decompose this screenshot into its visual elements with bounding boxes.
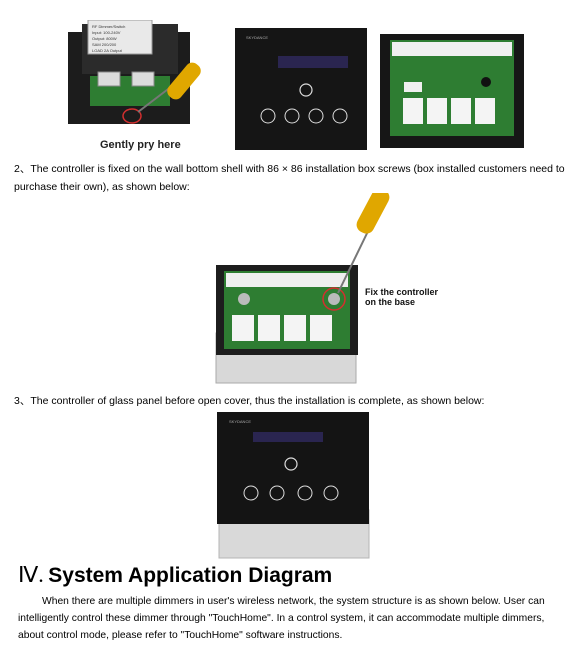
controller-back-photo: RF Dimmer/Switch Input: 100-240V Output:… [68,20,201,151]
glass-panel [217,412,369,524]
figure-fix-controller: Fix the controller on the base [215,193,439,384]
label-line-5: LOAD 2A Output [92,48,123,53]
touch-key-2 [269,485,285,501]
touch-key-2 [284,108,300,124]
screwdriver-handle [356,193,390,234]
screwdriver-handle [167,62,201,100]
section-heading: Ⅳ. System Application Diagram [18,562,332,588]
screw-circle [322,287,346,311]
glass-panel-photo: SKYDANCE [235,28,367,150]
section-title: System Application Diagram [48,564,333,587]
display-strip [253,432,323,442]
touch-key-3 [297,485,313,501]
power-icon [284,457,298,471]
touch-key-1 [243,485,259,501]
section-body: When there are multiple dimmers in user'… [18,596,545,641]
touch-key-1 [260,108,276,124]
panel-brand: SKYDANCE [246,35,268,40]
power-icon [299,83,313,97]
step-2-text: 2、The controller is fixed on the wall bo… [14,163,565,193]
fix-annotation-line-1: Fix the controller [365,287,439,297]
opened-panel-photo [380,34,524,148]
touch-key-3 [308,108,324,124]
label-line-2: Input: 100-240V [92,30,121,35]
screwdriver-shaft [337,222,373,294]
pry-caption: Gently pry here [100,139,181,151]
label-line-4: SAM 200/200 [92,42,117,47]
label-line-3: Output: 800W [92,36,117,41]
fix-annotation-line-2: on the base [365,297,415,307]
touch-key-4 [332,108,348,124]
step-3-text: 3、The controller of glass panel before o… [14,395,485,407]
figure-opening-photos: RF Dimmer/Switch Input: 100-240V Output:… [68,20,524,151]
section-number: Ⅳ. [18,562,44,587]
pry-point-circle [122,108,142,124]
label-line-1: RF Dimmer/Switch [92,24,125,29]
figure-installed-panel: SKYDANCE [217,412,370,559]
panel-brand: SKYDANCE [229,419,251,424]
touch-key-4 [323,485,339,501]
